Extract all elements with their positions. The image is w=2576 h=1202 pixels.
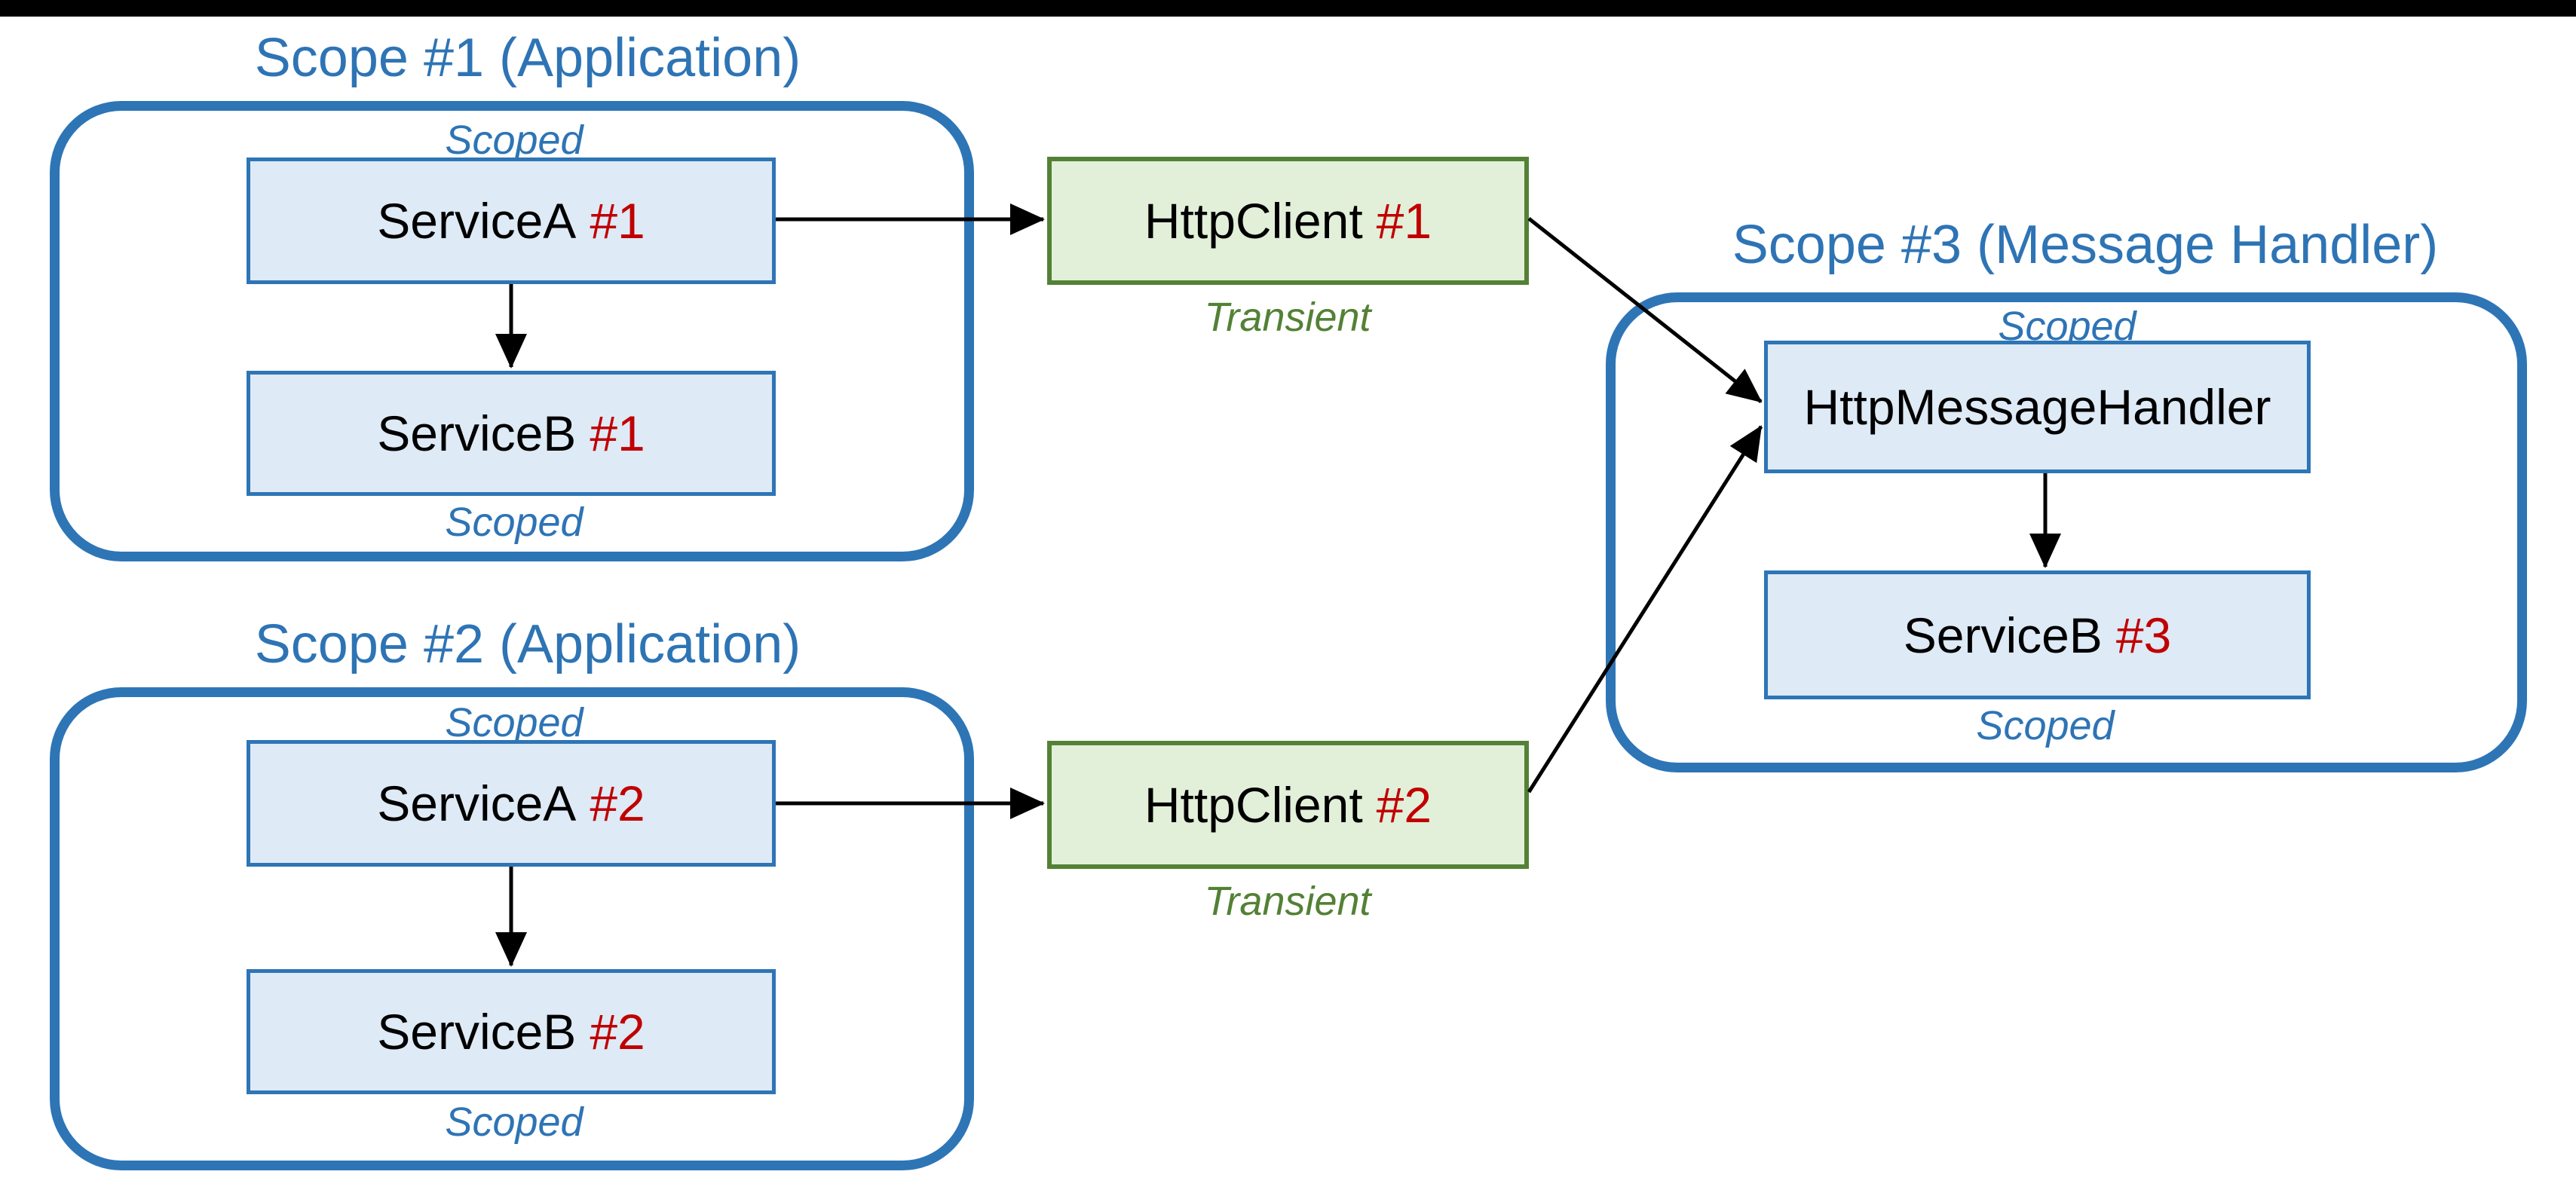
scope1-scoped-bottom-label: Scoped — [445, 500, 584, 545]
serviceB1-label: ServiceB — [377, 405, 577, 461]
serviceA2-node: ServiceA #2 — [247, 740, 776, 867]
top-letterbox-bar — [0, 0, 2576, 17]
serviceB3-label: ServiceB — [1903, 607, 2103, 663]
scope3-boundary — [1606, 292, 2527, 772]
scope1-title: Scope #1 (Application) — [254, 28, 801, 88]
httpclient2-transient-label: Transient — [1204, 879, 1371, 924]
scope2-scoped-bottom-label: Scoped — [445, 1100, 584, 1145]
scope1-boundary — [50, 101, 974, 561]
httpclient2-instance-number: #2 — [1376, 777, 1432, 833]
scope2-title: Scope #2 (Application) — [254, 614, 801, 674]
scope3-scoped-bottom-label: Scoped — [1976, 703, 2115, 748]
httpmessagehandler-label: HttpMessageHandler — [1803, 379, 2271, 435]
serviceA1-label: ServiceA — [377, 193, 577, 249]
serviceA2-instance-number: #2 — [590, 775, 645, 831]
httpclient1-transient-label: Transient — [1204, 295, 1371, 340]
scope1-scoped-top-label: Scoped — [445, 118, 584, 163]
httpclient2-label: HttpClient — [1144, 777, 1363, 833]
scope2-boundary — [50, 687, 974, 1170]
serviceB3-node: ServiceB #3 — [1764, 570, 2311, 699]
serviceA2-label: ServiceA — [377, 775, 577, 831]
serviceA1-node: ServiceA #1 — [247, 158, 776, 284]
httpclient1-instance-number: #1 — [1376, 193, 1432, 249]
serviceB1-instance-number: #1 — [590, 405, 645, 461]
serviceB2-node: ServiceB #2 — [247, 969, 776, 1094]
serviceB1-node: ServiceB #1 — [247, 371, 776, 496]
scope2-scoped-top-label: Scoped — [445, 700, 584, 745]
serviceB2-label: ServiceB — [377, 1004, 577, 1060]
httpmessagehandler-node: HttpMessageHandler — [1764, 341, 2311, 473]
serviceA1-instance-number: #1 — [590, 193, 645, 249]
httpclient1-node: HttpClient #1 — [1047, 157, 1529, 285]
httpclient1-label: HttpClient — [1144, 193, 1363, 249]
serviceB3-instance-number: #3 — [2115, 607, 2172, 663]
scope3-title: Scope #3 (Message Handler) — [1732, 215, 2439, 275]
httpclient2-node: HttpClient #2 — [1047, 741, 1529, 869]
serviceB2-instance-number: #2 — [590, 1004, 645, 1060]
